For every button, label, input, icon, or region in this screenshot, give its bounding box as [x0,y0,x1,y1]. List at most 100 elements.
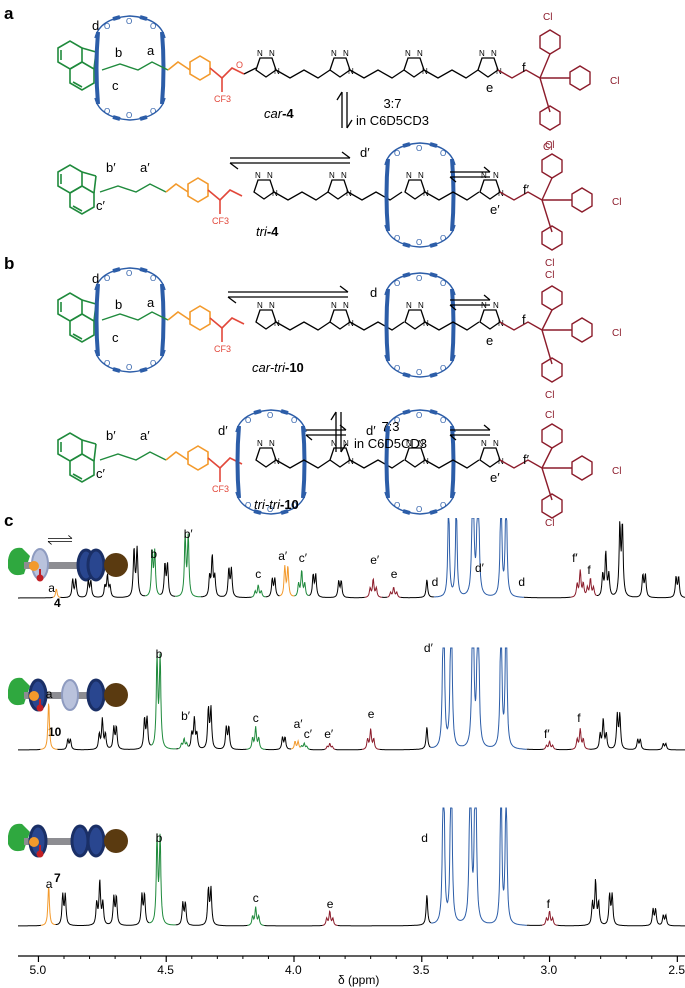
svg-text:Cl: Cl [545,518,554,529]
spectrum-trace-segment-2 [18,924,41,927]
x-axis-tick-label: 3.0 [541,963,558,977]
panel-letter-c: c [4,511,14,530]
peak-label: c [253,891,259,905]
spectrum-trace-segment-1 [543,739,557,750]
svg-text:Cl: Cl [545,390,554,401]
peak-label: a′ [294,717,304,731]
label-e-row3: e [486,333,494,348]
molecule-car-4: CF3 O Cl Cl Cl [57,12,619,153]
spectrum-trace-segment-2 [430,807,527,926]
peak-label: e′ [324,727,334,741]
peak-label: c′ [304,727,313,741]
peak-label: f [547,897,551,911]
panel-letter-b: b [4,254,15,273]
spectrum-trace-segment-0 [18,596,53,599]
label-e-row1: e [486,80,494,95]
peak-label: e [391,567,398,581]
peak-label: c [253,711,259,725]
spectrum-trace-segment-1 [188,705,247,750]
svg-text:CF3: CF3 [212,216,229,226]
molecule-name-car-tri-10: car-tri-10 [252,360,304,375]
svg-text:Cl: Cl [545,410,554,421]
svg-text:Cl: Cl [545,140,554,151]
label-fp-row2: f′ [523,182,530,197]
spectrum-trace-segment-2 [557,879,685,927]
cartoon-7 [8,823,128,858]
spectrum-trace-segment-1 [57,715,152,751]
label-b-row3: b [115,297,123,312]
label-ap-row4: a′ [140,428,150,443]
spectrum-trace-segment-1 [430,647,527,750]
label-f-row1: f [522,60,526,75]
peak-label: d [432,575,439,589]
spectrum-trace-segment-2 [247,906,265,926]
molecule-name-tri-tri-10: tri-tri-10 [254,497,299,512]
spectrum-trace-segment-2 [264,924,323,927]
cartoon-10 [8,677,128,712]
x-axis-tick-label: 2.5 [668,963,685,977]
label-ap-row2: a′ [140,160,150,175]
peak-label: e [368,707,375,721]
x-axis-tick-label: 3.5 [413,963,430,977]
spectrum-trace-segment-2 [322,910,338,926]
spectrum-trace-segment-0 [433,518,524,598]
spectrum-trace-segment-2 [55,879,150,926]
label-fp-row4: f′ [523,452,530,467]
label-dp-row4-right: d′ [366,423,376,438]
molecule-name-car-4: car-4 [264,106,294,121]
label-a-row3: a [147,295,155,310]
peak-label: f [577,711,581,725]
peak-label: d [518,575,525,589]
label-bp-row4: b′ [106,428,116,443]
spectrum-trace-segment-1 [177,736,189,750]
peak-label: a [46,687,53,701]
panel-letter-a: a [4,4,14,23]
peak-label: d′ [475,561,485,575]
equilibrium-ratio-a: 3:7 in C6D5CD3 [356,96,429,128]
spectrum-trace-segment-0 [387,587,401,598]
label-ep-row2: e′ [490,202,500,217]
compound-label-7: 7 [54,871,61,885]
label-d-row3: d [92,271,100,286]
compound-label-10: 10 [48,725,62,739]
spectrum-trace-segment-0 [145,548,161,597]
peak-label: e′ [370,553,380,567]
label-c-row1: c [112,78,119,93]
label-cp-row4: c′ [96,466,105,481]
x-axis-tick-label: 4.5 [157,963,174,977]
spectrum-trace-segment-2 [337,895,432,927]
spectrum-trace-segment-1 [40,703,58,750]
peak-label: a [48,581,55,595]
cartoon-4 [8,535,128,582]
spectrum-trace-segment-0 [308,573,365,599]
svg-text:Cl: Cl [543,142,552,153]
spectrum-trace-segment-1 [291,738,301,750]
spectrum-trace-segment-0 [279,565,295,597]
spectrum-trace-segment-0 [570,569,598,598]
label-cp-row2: c′ [96,198,105,213]
label-d-row3-right: d [370,285,378,300]
peak-label: f′ [572,551,578,565]
spectrum-trace-segment-2 [148,833,176,926]
label-ep-row4: e′ [490,470,500,485]
svg-text:CF3: CF3 [214,344,231,354]
compound-label-4: 4 [54,596,61,610]
spectrum-trace-segment-1 [150,652,177,750]
spectrum-trace-segment-0 [364,577,383,598]
x-axis-tick-label: 5.0 [29,963,46,977]
spectrum-trace-segment-0 [60,545,146,598]
label-f-row3: f [522,312,526,327]
spectrum-trace-segment-0 [200,554,252,598]
molecule-name-tri-4: tri-4 [256,224,279,239]
spectrum-trace-segment-0 [251,584,266,598]
svg-text:CF3: CF3 [214,94,231,104]
spectrum-trace-segment-1 [324,742,336,750]
label-dp-row2: d′ [360,145,370,160]
peak-label: b [150,547,157,561]
spectrum-trace-segment-0 [160,562,176,597]
spectrum-trace-segment-0 [524,596,571,599]
structures-scheme: O O O O O O N N N [57,12,621,529]
